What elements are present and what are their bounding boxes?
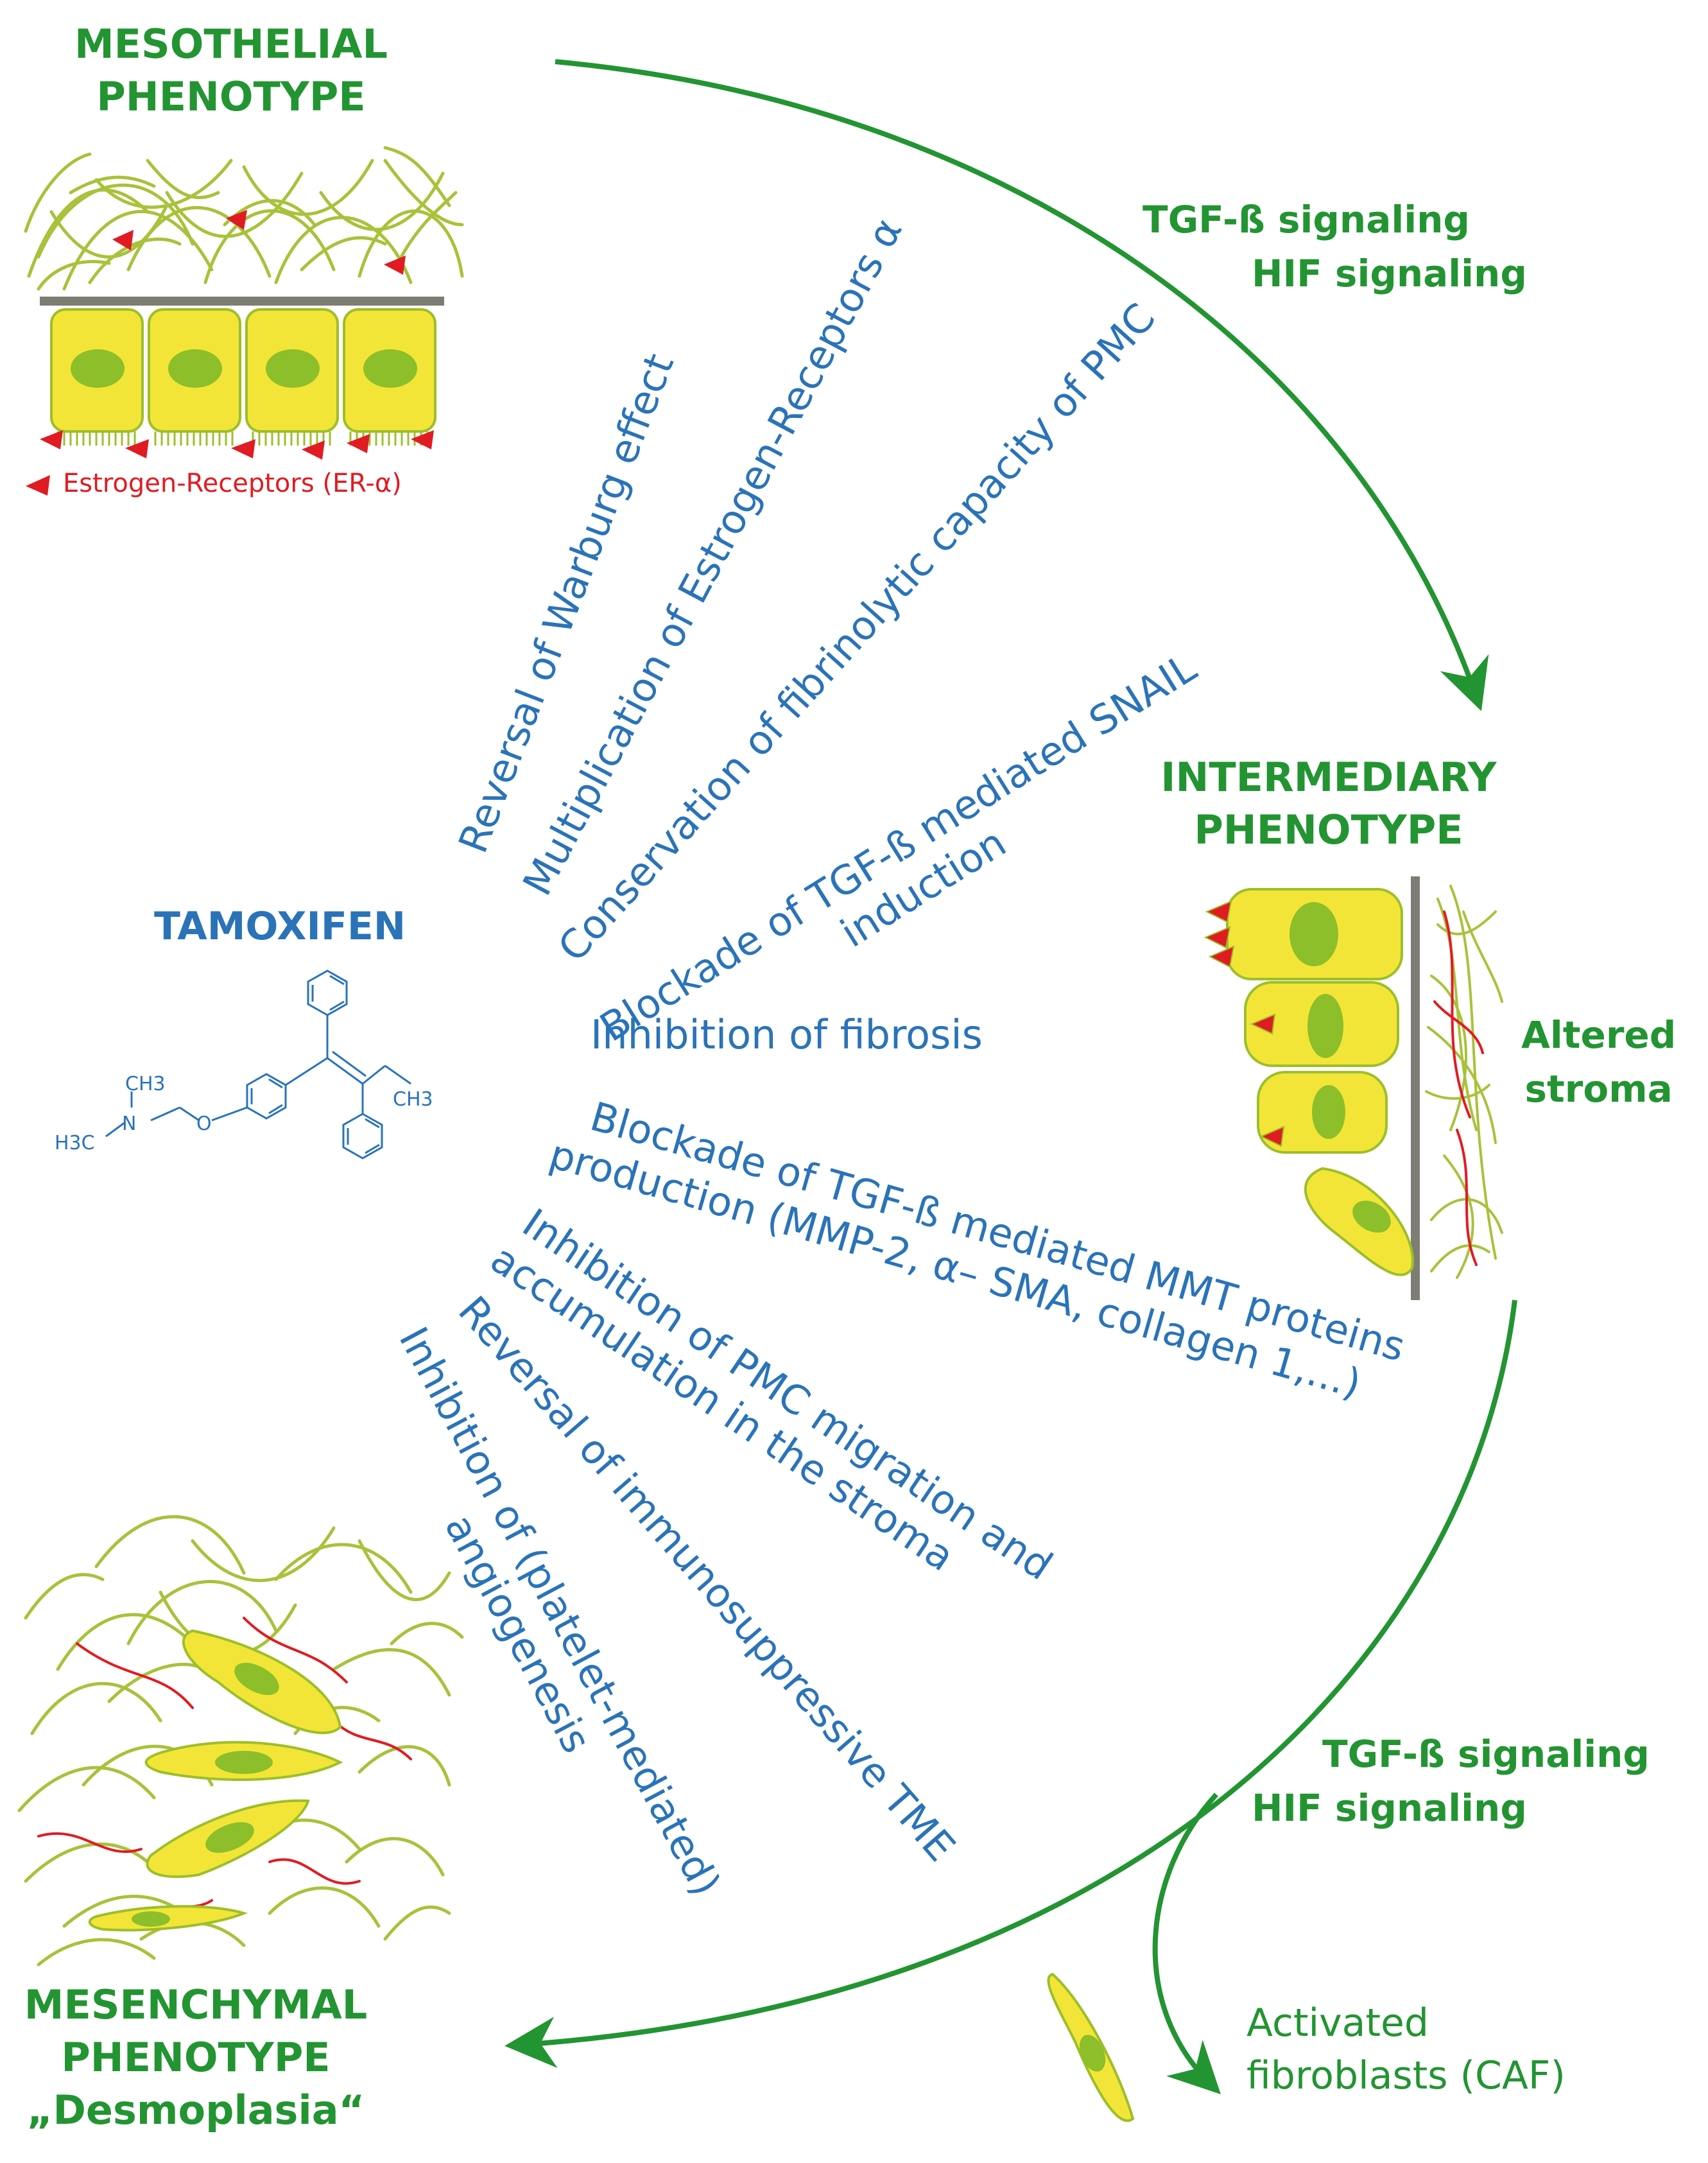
intermediary-receptors xyxy=(1203,900,1285,1147)
mesenchymal-fibers xyxy=(17,1515,464,1967)
arrow-intermediary-to-mesenchymal xyxy=(505,1299,1517,2069)
signaling-bottom-tgf: TGF-ß signaling xyxy=(1322,1732,1650,1776)
mesothelial-title-line-2: PHENOTYPE xyxy=(96,73,366,120)
microvilli xyxy=(56,431,429,446)
altered-stroma-label: Altered stroma xyxy=(1521,1008,1676,1116)
intermediary-cells xyxy=(1226,888,1414,1276)
atom-n: N xyxy=(122,1113,136,1135)
caf-label-line-2: fibroblasts (CAF) xyxy=(1246,2053,1566,2098)
mesothelial-receptors-top xyxy=(112,210,406,275)
mesenchymal-title-line-2: PHENOTYPE xyxy=(61,2034,331,2081)
caf-label-line-1: Activated xyxy=(1246,2001,1429,2046)
estrogen-receptor-legend: Estrogen-Receptors (ER-α) xyxy=(63,469,402,498)
altered-stroma-line-2: stroma xyxy=(1524,1067,1673,1111)
signaling-top-hif: HIF signaling xyxy=(1252,252,1527,295)
altered-stroma-line-1: Altered xyxy=(1521,1013,1677,1057)
atom-ch3-top: CH3 xyxy=(125,1073,166,1095)
mesenchymal-title-line-3: „Desmoplasia“ xyxy=(26,2087,365,2133)
intermediary-title-line-1: INTERMEDIARY xyxy=(1160,754,1497,801)
tamoxifen-structure xyxy=(105,969,411,1160)
intermediary-title: INTERMEDIARY PHENOTYPE xyxy=(1136,751,1521,856)
arrow-meso-to-intermediary xyxy=(555,59,1489,711)
mesothelial-title: MESOTHELIAL PHENOTYPE xyxy=(58,18,404,123)
mesothelial-fibers xyxy=(24,146,464,291)
basement-membrane xyxy=(40,297,444,306)
effect-fibrosis: Inhibition of fibrosis xyxy=(591,1011,983,1059)
mesothelial-title-line-1: MESOTHELIAL xyxy=(74,21,388,67)
mesothelial-cells xyxy=(50,308,436,433)
signaling-top-tgf: TGF-ß signaling xyxy=(1143,198,1470,241)
effect-fibrosis-text: Inhibition of fibrosis xyxy=(591,1011,983,1058)
stroma-red-fibers xyxy=(1433,910,1484,1266)
mesothelial-receptors-bottom xyxy=(40,430,434,460)
arrow-to-caf xyxy=(1152,1793,1221,2094)
legend-receptor-icon xyxy=(26,475,50,496)
mesenchymal-cells xyxy=(88,1629,343,1932)
intermediary-membrane xyxy=(1411,876,1420,1300)
caf-fibroblast xyxy=(1047,1972,1135,2122)
atom-h3c: H3C xyxy=(55,1132,95,1154)
tamoxifen-label: TAMOXIFEN xyxy=(154,904,406,949)
atom-ch3-right: CH3 xyxy=(393,1088,433,1111)
atom-o: O xyxy=(196,1113,212,1135)
mesenchymal-title: MESENCHYMAL PHENOTYPE „Desmoplasia“ xyxy=(10,1979,382,2137)
mesenchymal-title-line-1: MESENCHYMAL xyxy=(24,1981,368,2028)
signaling-bottom: TGF-ß signaling HIF signaling xyxy=(1252,1727,1650,1835)
signaling-top: TGF-ß signaling HIF signaling xyxy=(1143,193,1527,300)
stroma-fibers xyxy=(1425,885,1503,1279)
signaling-bottom-hif: HIF signaling xyxy=(1252,1786,1527,1830)
caf-label: Activated fibroblasts (CAF) xyxy=(1246,1997,1566,2102)
intermediary-title-line-2: PHENOTYPE xyxy=(1194,806,1463,853)
